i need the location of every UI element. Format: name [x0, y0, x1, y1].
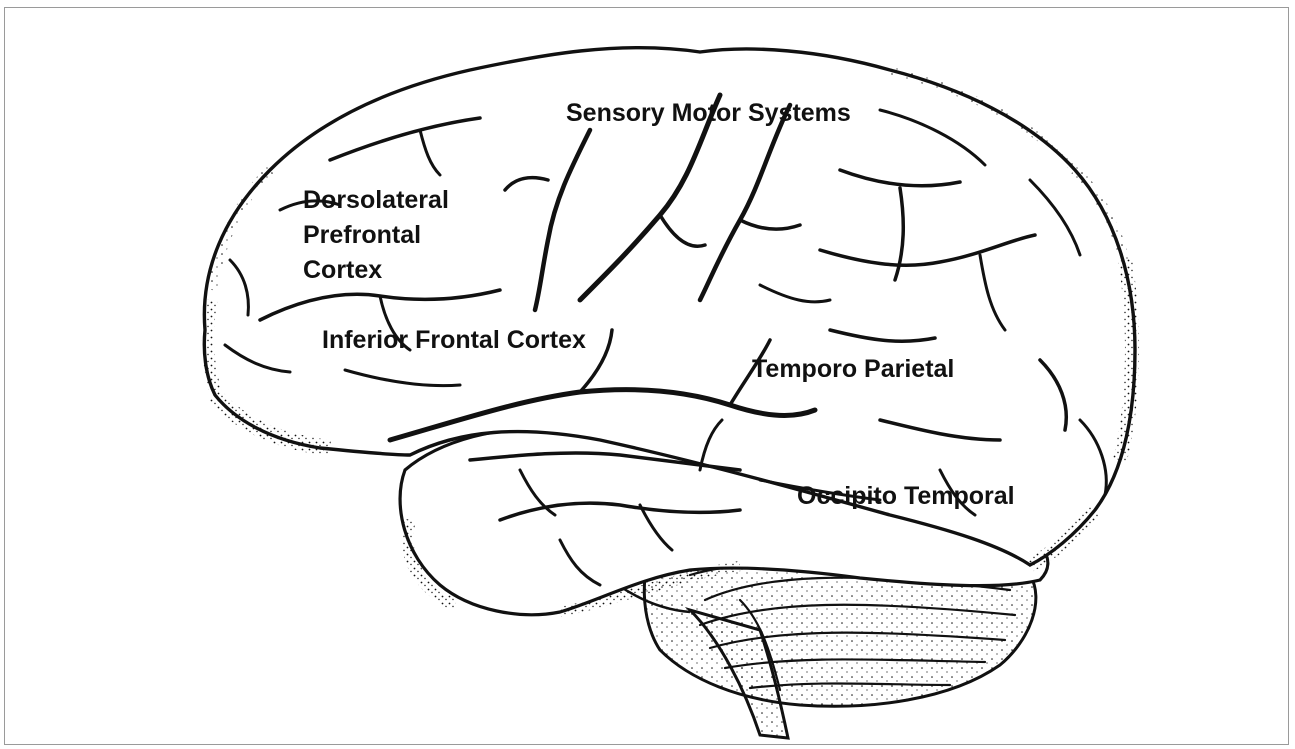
label-sensory-motor-systems: Sensory Motor Systems	[566, 96, 851, 131]
label-dorsolateral-prefrontal-cortex: Dorsolateral Prefrontal Cortex	[303, 183, 449, 288]
label-dlpfc-line-2: Prefrontal	[303, 218, 449, 253]
label-temporo-parietal: Temporo Parietal	[752, 352, 954, 387]
label-dlpfc-line-1: Dorsolateral	[303, 183, 449, 218]
label-dlpfc-line-3: Cortex	[303, 253, 449, 288]
label-occipito-temporal: Occipito Temporal	[797, 479, 1015, 514]
label-inferior-frontal-cortex: Inferior Frontal Cortex	[322, 323, 586, 358]
